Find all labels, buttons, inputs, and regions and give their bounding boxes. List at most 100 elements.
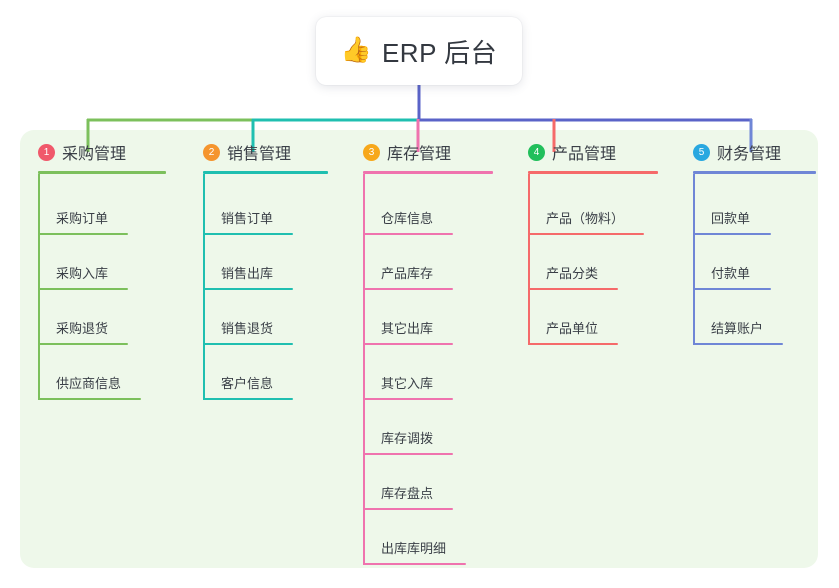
menu-item-rule: [363, 563, 466, 565]
menu-item-label: 供应商信息: [56, 376, 122, 391]
menu-item-label: 销售订单: [221, 211, 274, 226]
menu-item-rule: [528, 343, 618, 345]
menu-item[interactable]: 回款单: [675, 180, 825, 235]
menu-item-rule: [363, 288, 453, 290]
menu-item-rule: [363, 233, 453, 235]
menu-item-label: 结算账户: [711, 321, 764, 336]
menu-item[interactable]: 产品库存: [345, 235, 505, 290]
column-1: 1 采购管理采购订单采购入库采购退货供应商信息: [20, 130, 170, 400]
column-header-3[interactable]: 3 库存管理: [345, 130, 505, 174]
menu-item[interactable]: 采购退货: [20, 290, 170, 345]
column-4: 4 产品管理产品（物料） 产品分类产品单位: [510, 130, 670, 345]
column-title-1: 采购管理: [62, 146, 127, 163]
menu-item-label: 产品分类: [546, 266, 599, 281]
menu-item[interactable]: 销售退货: [185, 290, 335, 345]
menu-item-label: 回款单: [711, 211, 751, 226]
column-items-1: 采购订单采购入库采购退货供应商信息: [20, 174, 170, 400]
column-spine-3: [363, 174, 365, 565]
menu-item-rule: [693, 288, 771, 290]
column-title-3: 库存管理: [387, 146, 452, 163]
column-header-2[interactable]: 2 销售管理: [185, 130, 335, 174]
menu-item-rule: [693, 343, 783, 345]
menu-item[interactable]: 产品单位: [510, 290, 670, 345]
column-title-5: 财务管理: [717, 146, 782, 163]
menu-item[interactable]: 销售出库: [185, 235, 335, 290]
menu-item-label: 采购退货: [56, 321, 109, 336]
menu-item-rule: [38, 398, 141, 400]
columns-container: 1 采购管理采购订单采购入库采购退货供应商信息 2 销售管理销售订单销售出库销售退货客…: [20, 130, 818, 568]
menu-item-label: 仓库信息: [381, 211, 434, 226]
menu-item-label: 库存调拨: [381, 431, 434, 446]
menu-item[interactable]: 库存盘点: [345, 455, 505, 510]
menu-item-rule: [528, 288, 618, 290]
menu-item[interactable]: 仓库信息: [345, 180, 505, 235]
column-items-3: 仓库信息产品库存其它出库其它入库库存调拨库存盘点出库库明细: [345, 174, 505, 565]
menu-item-label: 产品单位: [546, 321, 599, 336]
column-header-rule-1: [38, 171, 166, 174]
menu-item[interactable]: 客户信息: [185, 345, 335, 400]
thumbs-up-icon: 👍: [340, 35, 372, 64]
menu-item-label: 销售退货: [221, 321, 274, 336]
menu-item-label: 产品（物料）: [546, 211, 625, 226]
column-spine-5: [693, 174, 695, 345]
column-header-4[interactable]: 4 产品管理: [510, 130, 670, 174]
column-header-1[interactable]: 1 采购管理: [20, 130, 170, 174]
root-node-erp-backend[interactable]: 👍 ERP 后台: [316, 17, 522, 85]
column-2: 2 销售管理销售订单销售出库销售退货客户信息: [185, 130, 335, 400]
menu-item-label: 客户信息: [221, 376, 274, 391]
column-items-4: 产品（物料） 产品分类产品单位: [510, 174, 670, 345]
column-spine-2: [203, 174, 205, 400]
column-header-5[interactable]: 5 财务管理: [675, 130, 825, 174]
menu-item-rule: [38, 343, 128, 345]
column-header-rule-5: [693, 171, 816, 174]
menu-item-rule: [363, 398, 453, 400]
menu-item[interactable]: 产品分类: [510, 235, 670, 290]
menu-item[interactable]: 出库库明细: [345, 510, 505, 565]
menu-item[interactable]: 供应商信息: [20, 345, 170, 400]
column-header-rule-2: [203, 171, 328, 174]
menu-item[interactable]: 库存调拨: [345, 400, 505, 455]
menu-item-label: 出库库明细: [381, 541, 447, 556]
menu-item-rule: [363, 508, 453, 510]
column-title-2: 销售管理: [227, 146, 292, 163]
menu-item-label: 采购订单: [56, 211, 109, 226]
menu-item-rule: [363, 343, 453, 345]
menu-item-label: 采购入库: [56, 266, 109, 281]
column-badge-3: 3: [363, 143, 380, 161]
column-badge-4: 4: [528, 143, 545, 161]
menu-item-rule: [528, 233, 644, 235]
menu-item-rule: [38, 233, 128, 235]
column-5: 5 财务管理回款单付款单结算账户: [675, 130, 825, 345]
menu-item-rule: [38, 288, 128, 290]
column-badge-5: 5: [693, 143, 710, 161]
menu-item-label: 其它出库: [381, 321, 434, 336]
column-badge-1: 1: [38, 143, 55, 161]
column-items-5: 回款单付款单结算账户: [675, 174, 825, 345]
menu-item[interactable]: 其它出库: [345, 290, 505, 345]
menu-item[interactable]: 付款单: [675, 235, 825, 290]
column-3: 3 库存管理仓库信息产品库存其它出库其它入库库存调拨库存盘点出库库明细: [345, 130, 505, 565]
menu-item-rule: [203, 398, 293, 400]
menu-item-label: 库存盘点: [381, 486, 434, 501]
menu-item[interactable]: 采购入库: [20, 235, 170, 290]
menu-item[interactable]: 产品（物料）: [510, 180, 670, 235]
menu-item-label: 产品库存: [381, 266, 434, 281]
menu-item-label: 付款单: [711, 266, 751, 281]
menu-item[interactable]: 销售订单: [185, 180, 335, 235]
menu-item[interactable]: 结算账户: [675, 290, 825, 345]
menu-item-rule: [203, 288, 293, 290]
column-spine-4: [528, 174, 530, 345]
column-title-4: 产品管理: [552, 146, 617, 163]
column-header-rule-4: [528, 171, 658, 174]
root-node-title: ERP 后台: [381, 37, 498, 68]
column-spine-1: [38, 174, 40, 400]
menu-item-label: 销售出库: [221, 266, 274, 281]
menu-item-rule: [203, 343, 293, 345]
column-badge-2: 2: [203, 143, 220, 161]
column-header-rule-3: [363, 171, 493, 174]
menu-item-rule: [693, 233, 771, 235]
diagram-background-panel: [20, 130, 818, 568]
menu-item-label: 其它入库: [381, 376, 434, 391]
menu-item[interactable]: 其它入库: [345, 345, 505, 400]
menu-item[interactable]: 采购订单: [20, 180, 170, 235]
